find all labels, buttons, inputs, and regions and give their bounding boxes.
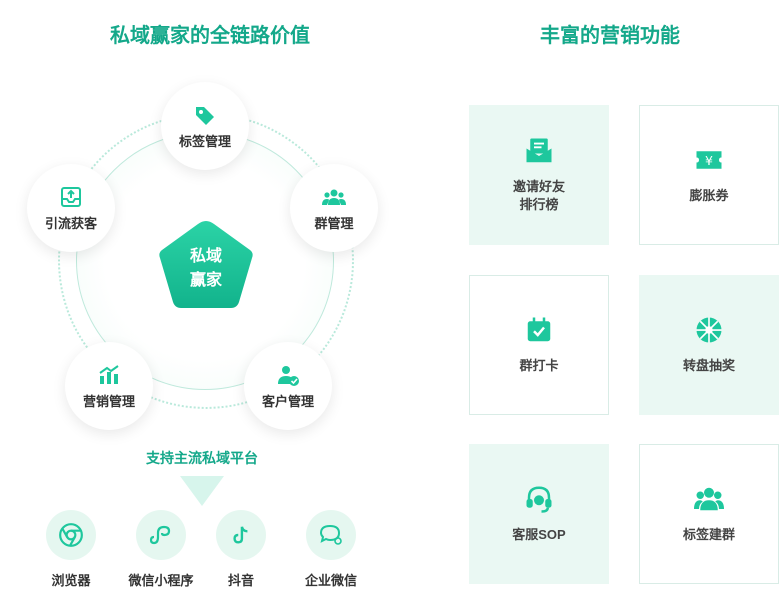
wheel-icon	[696, 317, 722, 343]
node-label: 客户管理	[261, 393, 314, 409]
pentagon-shape	[159, 221, 253, 308]
node-customer-management[interactable]: 客户管理	[244, 342, 332, 430]
node-marketing-management[interactable]: 营销管理	[65, 342, 153, 430]
feature-label: 转盘抽奖	[682, 358, 735, 373]
tag-icon	[196, 106, 214, 125]
platform-browser[interactable]: 浏览器	[31, 510, 111, 589]
left-section-title: 私域赢家的全链路价值	[110, 25, 310, 47]
feature-label: 客服SOP	[512, 527, 566, 542]
mini-program-icon	[149, 525, 171, 545]
feature-invite-leaderboard[interactable]: 邀请好友 排行榜	[469, 105, 609, 245]
marketing-chart-icon	[99, 364, 119, 384]
feature-label: 膨胀券	[689, 188, 729, 203]
calendar-check-icon	[527, 317, 551, 342]
platform-label: 抖音	[227, 573, 254, 588]
feature-group-checkin[interactable]: 群打卡	[469, 275, 609, 415]
group-icon	[322, 189, 346, 205]
right-section-title: 丰富的营销功能	[540, 25, 680, 47]
douyin-icon	[233, 526, 248, 544]
headset-icon	[526, 486, 552, 513]
feature-wheel-lottery[interactable]: 转盘抽奖	[639, 275, 779, 415]
node-label: 标签管理	[178, 133, 231, 149]
node-label: 群管理	[314, 215, 354, 231]
browser-icon	[59, 523, 83, 547]
node-group-management[interactable]: 群管理	[290, 164, 378, 252]
wecom-icon	[319, 524, 342, 545]
platform-douyin[interactable]: 抖音	[201, 510, 281, 589]
node-label: 引流获客	[44, 215, 97, 231]
platform-mini-program[interactable]: 微信小程序	[121, 510, 201, 589]
center-label-line1: 私域	[189, 248, 222, 265]
node-label: 营销管理	[82, 393, 135, 409]
feature-label: 邀请好友	[512, 179, 565, 194]
users-icon	[694, 487, 724, 511]
feature-service-sop[interactable]: 客服SOP	[469, 444, 609, 584]
platform-label: 企业微信	[304, 573, 357, 588]
feature-expansion-coupon[interactable]: ¥ 膨胀券	[639, 105, 779, 245]
center-pentagon: 私域 赢家	[156, 217, 256, 313]
customer-icon	[278, 365, 299, 386]
feature-label: 群打卡	[519, 358, 559, 373]
feature-label-line2: 排行榜	[519, 197, 559, 212]
node-lead-acquisition[interactable]: 引流获客	[27, 164, 115, 252]
platform-wecom[interactable]: 企业微信	[291, 510, 371, 589]
feature-tag-group-build[interactable]: 标签建群	[639, 444, 779, 584]
feature-label: 标签建群	[682, 527, 735, 542]
platform-title: 支持主流私域平台	[146, 450, 258, 466]
center-label-line2: 赢家	[189, 272, 222, 289]
node-tag-management[interactable]: 标签管理	[161, 82, 249, 170]
svg-text:¥: ¥	[705, 153, 713, 168]
invite-mail-icon	[526, 138, 552, 163]
coupon-icon: ¥	[696, 151, 722, 169]
down-arrow-shape	[180, 476, 224, 506]
platform-label: 微信小程序	[128, 573, 194, 588]
lead-inbox-icon	[61, 186, 81, 207]
platform-label: 浏览器	[51, 573, 91, 588]
